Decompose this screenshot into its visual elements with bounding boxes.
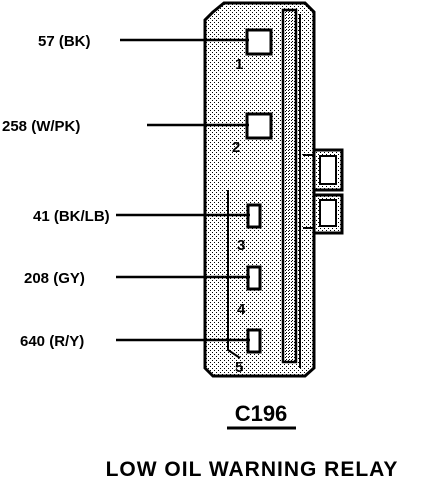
pin-number-4: 4	[237, 301, 246, 318]
pin-cavity-1	[245, 28, 273, 56]
pin-number-2: 2	[232, 139, 240, 156]
pin-cavity-2	[245, 112, 273, 140]
pin-number-1: 1	[235, 56, 243, 73]
pin-number-3: 3	[237, 237, 245, 254]
component-name: LOW OIL WARNING RELAY	[106, 458, 399, 481]
wire-label-3: 41 (BK/LB)	[33, 208, 110, 225]
connector-id: C196	[235, 401, 288, 426]
wire-label-2: 258 (W/PK)	[2, 118, 80, 135]
wire-label-5: 640 (R/Y)	[20, 333, 84, 350]
wire-label-4: 208 (GY)	[24, 270, 85, 287]
wire-label-1: 57 (BK)	[38, 33, 91, 50]
connector-housing	[203, 1, 344, 378]
pin-number-5: 5	[235, 359, 243, 376]
